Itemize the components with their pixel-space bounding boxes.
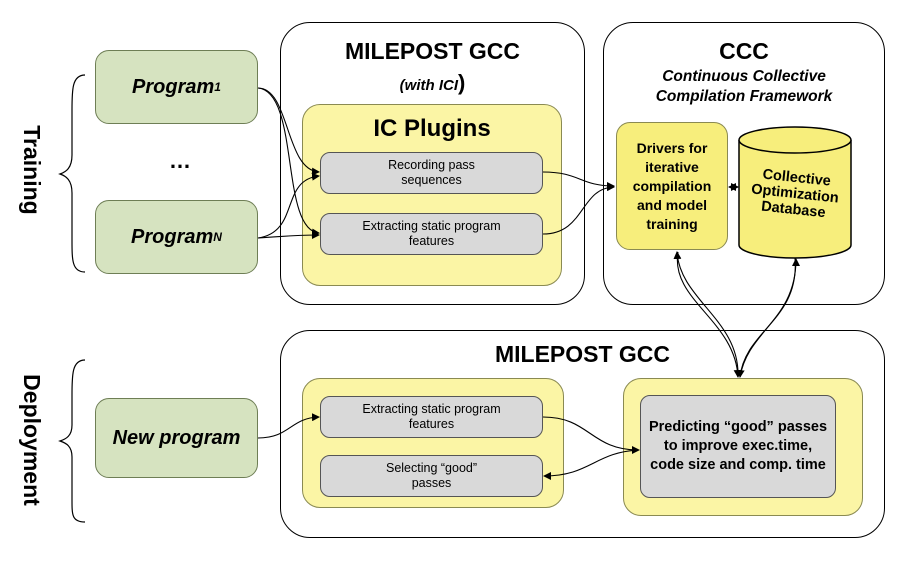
arrow-predicting-selecting <box>543 449 640 480</box>
new-program-label: New program <box>112 426 241 449</box>
extracting-features-bottom-box: Extracting static program features <box>320 396 543 438</box>
milepost-gcc-top-subtitle: (with ICI) <box>280 70 585 96</box>
arrow-newprogram-extracting <box>257 413 320 439</box>
ic-plugins-box <box>302 104 562 286</box>
arrow-programN-extracting <box>257 231 320 240</box>
arrow-program1-extracting <box>257 87 320 237</box>
deployment-bracket <box>58 359 86 523</box>
extracting-features-top-box: Extracting static program features <box>320 213 543 255</box>
arrow-extracting-predicting <box>542 416 640 454</box>
program-1-subscript: 1 <box>214 80 221 94</box>
selecting-good-passes-label: Selecting “good” passes <box>385 461 478 490</box>
milepost-gcc-top-title: MILEPOST GCC <box>344 38 521 64</box>
drivers-label: Drivers for iterative compilation and mo… <box>632 139 712 232</box>
with-ici-label: (with ICI <box>399 77 458 94</box>
recording-pass-sequences-label: Recording pass sequences <box>388 158 475 187</box>
extracting-features-bottom-label: Extracting static program features <box>362 402 501 431</box>
ic-plugins-title: IC Plugins <box>373 115 491 142</box>
extracting-features-top-label: Extracting static program features <box>362 219 501 248</box>
predicting-label: Predicting “good” passes to improve exec… <box>648 419 828 473</box>
program-ellipsis: … <box>169 148 191 173</box>
database-body <box>738 140 852 259</box>
arrow-recording-drivers <box>542 171 615 190</box>
arrow-drivers-prediction <box>676 251 742 378</box>
with-ici-paren: ) <box>458 70 466 95</box>
ccc-subtitle-line1: Continuous Collective <box>662 68 826 85</box>
predicting-box: Predicting “good” passes to improve exec… <box>640 395 836 498</box>
arrow-programN-recording <box>257 172 320 239</box>
program-1-label: Program <box>132 75 215 98</box>
recording-pass-sequences-box: Recording pass sequences <box>320 152 543 194</box>
training-bracket <box>58 74 86 273</box>
arrow-database-prediction <box>736 257 796 378</box>
ccc-subtitle-line2: Compilation Framework <box>655 88 833 105</box>
arrow-extracting-drivers <box>542 183 615 235</box>
program-n-label: Program <box>131 225 214 248</box>
database-top <box>738 126 852 154</box>
arrow-program1-recording <box>257 87 320 176</box>
ccc-title: CCC <box>719 38 769 64</box>
program-n-subscript: N <box>213 230 222 244</box>
arrow-prediction-database <box>739 258 800 378</box>
drivers-box: Drivers for iterative compilation and mo… <box>616 122 728 250</box>
new-program-box: New program <box>95 398 258 478</box>
selecting-good-passes-box: Selecting “good” passes <box>320 455 543 497</box>
milepost-gcc-bottom-title: MILEPOST GCC <box>494 341 671 367</box>
arrow-prediction-drivers <box>673 251 739 378</box>
